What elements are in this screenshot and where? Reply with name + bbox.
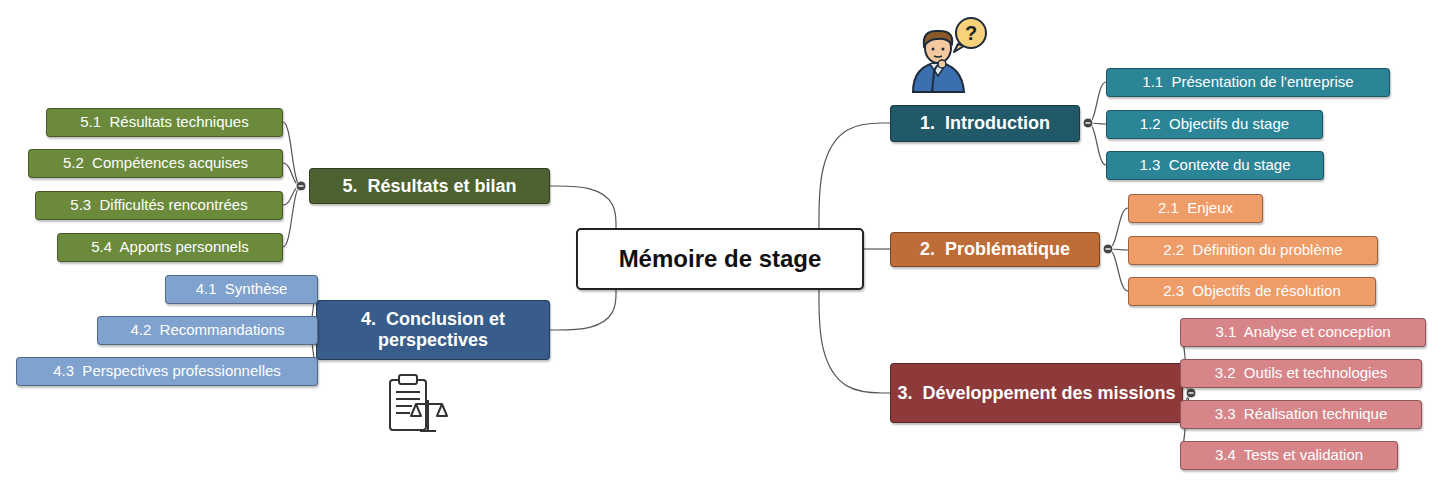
subtopic-box: 3.2 Outils et technologies — [1180, 359, 1422, 388]
node-text: 1.2 Objectifs du stage — [1140, 115, 1289, 132]
branch-topic: 5. Résultats et bilan — [309, 168, 550, 204]
node-text: 4.1 Synthèse — [196, 280, 288, 297]
branch-connector — [1088, 82, 1106, 123]
node-text: 1.1 Présentation de l'entreprise — [1142, 73, 1353, 90]
node-text: 3.2 Outils et technologies — [1215, 364, 1388, 381]
subtopic-box: 4.1 Synthèse — [165, 275, 318, 304]
branch-connector — [550, 186, 616, 228]
subtopic-box: 2.2 Définition du problème — [1128, 236, 1378, 265]
subtopic-box: 5.1 Résultats techniques — [46, 108, 283, 137]
branch-connector — [283, 186, 301, 247]
subtopic-box: 2.3 Objectifs de résolution — [1128, 277, 1376, 306]
branch-connector — [864, 248, 890, 249]
branch-connector — [550, 290, 616, 330]
subtopic-box: 1.2 Objectifs du stage — [1106, 110, 1323, 139]
node-text: 5.4 Apports personnels — [91, 238, 249, 255]
subtopic-box: 3.3 Réalisation technique — [1180, 400, 1422, 429]
branch-topic: 2. Problématique — [890, 232, 1100, 267]
subtopic-box: 5.4 Apports personnels — [57, 233, 283, 262]
branch-connector — [1108, 249, 1128, 291]
node-text: 3.3 Réalisation technique — [1215, 405, 1388, 422]
node-text: 5. Résultats et bilan — [342, 176, 516, 197]
node-text: 5.2 Compétences acquises — [63, 154, 248, 171]
node-text: 3.4 Tests et validation — [1215, 446, 1363, 463]
node-text: 1.3 Contexte du stage — [1140, 156, 1291, 173]
subtopic-box: 4.3 Perspectives professionnelles — [16, 357, 318, 386]
collapse-toggle — [296, 181, 306, 191]
subtopic-box: 3.4 Tests et validation — [1180, 441, 1398, 470]
subtopic-box: 5.2 Compétences acquises — [28, 149, 283, 178]
branch-topic: 4. Conclusion et perspectives — [316, 300, 550, 360]
subtopic-box: 1.1 Présentation de l'entreprise — [1106, 68, 1390, 97]
node-text: 4. Conclusion et perspectives — [317, 309, 549, 350]
node-text: 2.1 Enjeux — [1158, 199, 1233, 216]
node-text: 3. Développement des missions — [897, 383, 1175, 404]
node-text: 5.3 Difficultés rencontrées — [70, 196, 247, 213]
question-mark: ? — [958, 20, 984, 46]
node-text: 3.1 Analyse et conception — [1215, 323, 1390, 340]
branch-connector — [1108, 208, 1128, 249]
thinking-person-icon — [913, 31, 964, 92]
branch-topic: 3. Développement des missions — [890, 363, 1183, 423]
collapse-toggle — [1083, 118, 1093, 128]
branch-connector — [819, 290, 890, 393]
subtopic-box: 5.3 Difficultés rencontrées — [35, 191, 283, 220]
branch-topic: 1. Introduction — [890, 105, 1080, 142]
branch-connector — [819, 123, 890, 228]
node-text: 2.2 Définition du problème — [1163, 241, 1342, 258]
node-text: 2.3 Objectifs de résolution — [1163, 282, 1341, 299]
clipboard-scales-icon — [390, 375, 447, 431]
node-text: Mémoire de stage — [619, 245, 822, 273]
subtopic-box: 2.1 Enjeux — [1128, 194, 1263, 223]
subtopic-box: 3.1 Analyse et conception — [1180, 318, 1426, 347]
node-text: 2. Problématique — [920, 239, 1070, 260]
branch-connector — [283, 122, 301, 186]
node-text: 4.3 Perspectives professionnelles — [53, 362, 281, 379]
node-text: 5.1 Résultats techniques — [80, 113, 248, 130]
branch-connector — [1088, 123, 1106, 165]
collapse-toggle — [1186, 388, 1196, 398]
central-topic: Mémoire de stage — [576, 228, 864, 290]
subtopic-box: 1.3 Contexte du stage — [1106, 151, 1324, 180]
collapse-toggle — [1103, 244, 1113, 254]
subtopic-box: 4.2 Recommandations — [97, 316, 318, 345]
question-bubble — [954, 18, 986, 52]
node-text: 4.2 Recommandations — [130, 321, 284, 338]
node-text: 1. Introduction — [920, 113, 1050, 134]
